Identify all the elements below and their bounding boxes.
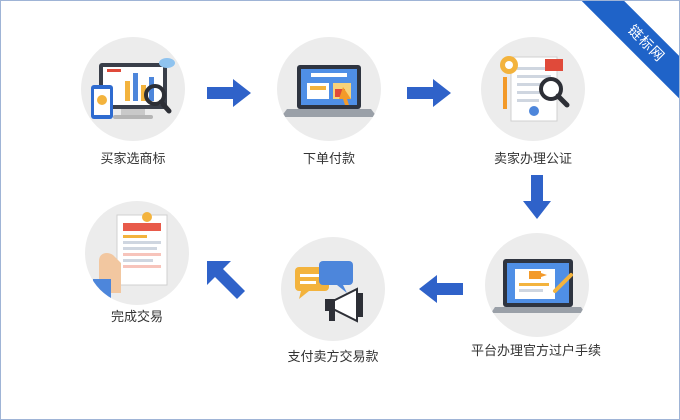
arrow-down-icon (523, 175, 551, 219)
step-4-circle (485, 233, 589, 337)
arrow-left-icon (419, 275, 463, 303)
step-3-label: 卖家办理公证 (493, 152, 572, 167)
step-5-label: 支付卖方交易款 (287, 350, 379, 365)
hand-document-icon (93, 212, 168, 299)
arrow-up-left-icon (207, 261, 245, 299)
arrow-right-2 (407, 79, 451, 107)
step-6-label: 完成交易 (110, 310, 163, 325)
arrow-right-icon (407, 79, 451, 107)
chat-megaphone-icon (295, 261, 363, 323)
watermark-text: 链标网 (624, 22, 668, 66)
step-1-circle (81, 37, 185, 141)
step-6-circle (85, 201, 189, 305)
document-screen-icon (491, 259, 585, 313)
step-2-label: 下单付款 (302, 152, 355, 167)
step-5-circle (281, 237, 385, 341)
arrow-right-1 (207, 79, 251, 107)
laptop-payment-icon (281, 65, 377, 117)
arrow-left-4 (419, 275, 463, 303)
arrow-down-3 (523, 175, 551, 219)
arrow-up-left-5 (203, 257, 249, 303)
analytics-monitor-icon (91, 58, 175, 119)
step-4-label: 平台办理官方过户手续 (470, 344, 601, 359)
step-3-circle (481, 37, 585, 141)
step-2-circle (277, 37, 381, 141)
step-1-label: 买家选商标 (100, 152, 166, 167)
certificate-magnifier-icon (500, 56, 570, 122)
arrow-right-icon (207, 79, 251, 107)
